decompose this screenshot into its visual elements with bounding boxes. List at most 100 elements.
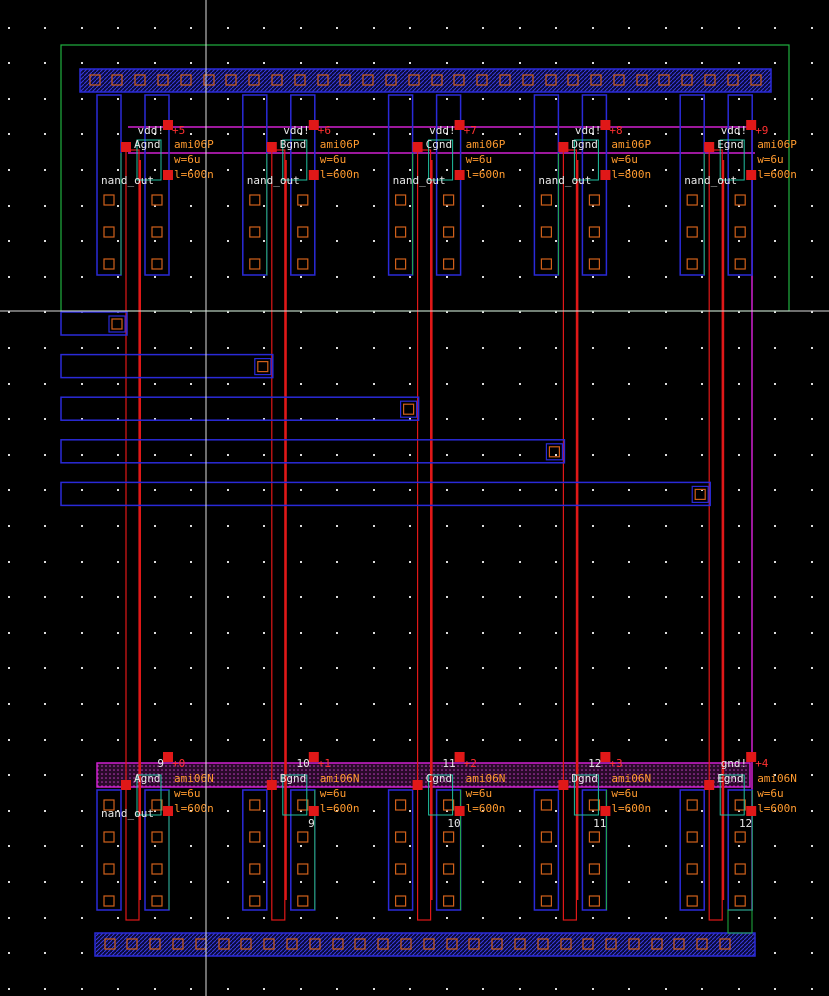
contact — [249, 831, 261, 843]
contact — [734, 895, 746, 907]
pin-marker — [600, 170, 611, 180]
grid-dot — [482, 596, 484, 598]
grid-dot — [628, 454, 630, 456]
grid-dot — [409, 383, 411, 385]
grid-dot — [8, 881, 10, 883]
grid-dot — [117, 632, 119, 634]
grid-dot — [8, 988, 10, 990]
contact — [218, 938, 230, 950]
grid-dot — [227, 383, 229, 385]
grid-dot — [738, 133, 740, 135]
grid-dot — [665, 881, 667, 883]
grid-dot — [117, 169, 119, 171]
grid-dot — [665, 311, 667, 313]
grid-dot — [117, 383, 119, 385]
input-via — [545, 443, 564, 461]
grid-dot — [8, 133, 10, 135]
grid-dot — [738, 632, 740, 634]
grid-dot — [592, 917, 594, 919]
grid-dot — [8, 240, 10, 242]
grid-dot — [190, 276, 192, 278]
contact — [540, 226, 553, 238]
grid-dot — [190, 596, 192, 598]
pin-label: +8 — [609, 124, 622, 137]
gate-label: Bgnd — [280, 138, 307, 151]
grid-dot — [373, 525, 375, 527]
net-label: 9 — [157, 757, 164, 770]
grid-dot — [373, 917, 375, 919]
grid-dot — [81, 347, 83, 349]
pmos-symbol — [282, 139, 308, 181]
grid-dot — [409, 276, 411, 278]
pin-marker — [558, 142, 569, 152]
grid-dot — [446, 632, 448, 634]
grid-dot — [482, 418, 484, 420]
grid-dot — [811, 454, 813, 456]
output-label: nand_out — [101, 807, 154, 820]
grid-dot — [701, 418, 703, 420]
contact — [297, 194, 309, 206]
width-label: w=6u — [174, 153, 201, 166]
grid-dot — [263, 240, 265, 242]
grid-dot — [117, 347, 119, 349]
grid-dot — [519, 240, 521, 242]
pin-marker — [600, 752, 611, 762]
grid-dot — [519, 596, 521, 598]
grid-dot — [665, 62, 667, 64]
contact — [727, 74, 739, 86]
grid-dot — [738, 739, 740, 741]
grid-dot — [555, 27, 557, 29]
grid-dot — [300, 98, 302, 100]
grid-dot — [738, 489, 740, 491]
grid-dot — [117, 667, 119, 669]
grid-dot — [592, 845, 594, 847]
grid-dot — [628, 418, 630, 420]
grid-dot — [81, 169, 83, 171]
grid-dot — [409, 169, 411, 171]
grid-dot — [555, 561, 557, 563]
net-label: 11 — [442, 757, 455, 770]
grid-dot — [336, 917, 338, 919]
diffusion-metal — [727, 94, 753, 276]
contact — [453, 74, 465, 86]
grid-dot — [738, 525, 740, 527]
contact — [103, 258, 115, 270]
grid-dot — [373, 810, 375, 812]
grid-dot — [227, 561, 229, 563]
contact — [686, 863, 698, 875]
contact — [249, 258, 261, 270]
contact — [719, 938, 731, 950]
poly-strap — [722, 160, 725, 900]
pin-marker — [163, 806, 173, 816]
contact — [658, 74, 670, 86]
grid-dot — [628, 703, 630, 705]
output-label: nand_out — [393, 174, 446, 187]
grid-dot — [8, 739, 10, 741]
grid-dot — [628, 845, 630, 847]
pin-marker — [746, 806, 757, 816]
contact — [395, 895, 407, 907]
grid-dot — [519, 561, 521, 563]
grid-dot — [300, 739, 302, 741]
grid-dot — [555, 881, 557, 883]
gnd-rail — [94, 932, 756, 957]
grid-dot — [701, 383, 703, 385]
grid-dot — [263, 418, 265, 420]
contact — [443, 831, 455, 843]
grid-dot — [117, 988, 119, 990]
grid-dot — [555, 418, 557, 420]
pin-marker — [412, 142, 423, 152]
grid-dot — [555, 596, 557, 598]
grid-dot — [154, 98, 156, 100]
grid-dot — [81, 205, 83, 207]
grid-dot — [300, 383, 302, 385]
grid-dot — [811, 561, 813, 563]
contact — [686, 226, 698, 238]
grid-dot — [8, 311, 10, 313]
contact — [545, 74, 557, 86]
grid-dot — [263, 276, 265, 278]
grid-dot — [44, 988, 46, 990]
grid-dot — [446, 667, 448, 669]
grid-dot — [81, 810, 83, 812]
